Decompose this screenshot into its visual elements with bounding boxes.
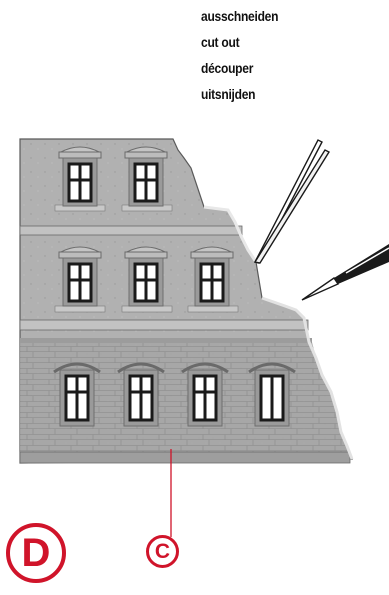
instruction-label-fr: découper (201, 60, 253, 76)
step-badge-label: D (22, 531, 51, 576)
instruction-label-en: cut out (201, 34, 239, 50)
instruction-label-nl: uitsnijden (201, 86, 255, 102)
part-callout-label: C (155, 540, 170, 564)
part-callout-badge: C (146, 535, 179, 568)
hobby-knife-icon (302, 244, 389, 300)
step-badge: D (6, 523, 66, 583)
tweezers-icon (255, 140, 329, 263)
instruction-label-de: ausschneiden (201, 8, 278, 24)
